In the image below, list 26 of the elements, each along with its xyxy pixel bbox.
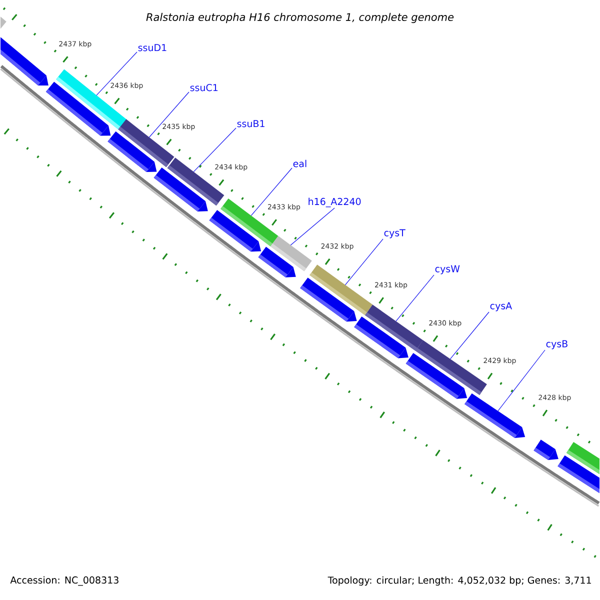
gene-label: cysT (384, 229, 406, 238)
gene-bar (365, 304, 424, 351)
gene-label: h16_A2240 (308, 198, 361, 208)
leader-line (396, 274, 434, 322)
gene-bar (310, 264, 373, 316)
gene-label: cysB (546, 340, 568, 350)
gene-label: ssuD1 (138, 44, 166, 52)
leader-line (344, 238, 384, 286)
leader-line (96, 52, 138, 96)
gene-label: cysW (435, 265, 460, 274)
leader-line (498, 350, 546, 412)
gene-bar (270, 236, 312, 272)
gene-bar (464, 393, 526, 438)
footer-text: Accession: NC_008313 (10, 576, 118, 586)
leader-line (290, 208, 335, 246)
leader-line (250, 168, 292, 216)
gene-label: ssuC1 (190, 84, 218, 92)
footer-text: Topology: circular; Length: 4,052,032 bp; Genes: 3,711 (328, 576, 591, 586)
leader-line (193, 128, 236, 172)
leader-line (148, 92, 190, 138)
gene-label: eal (293, 160, 306, 168)
title: Ralstonia eutropha H16 chromosome 1, complete genome (146, 12, 454, 24)
gene-label: cysA (490, 302, 512, 312)
leader-line (450, 312, 490, 360)
gene-bar (56, 69, 128, 130)
gene-label: ssuB1 (237, 120, 264, 128)
